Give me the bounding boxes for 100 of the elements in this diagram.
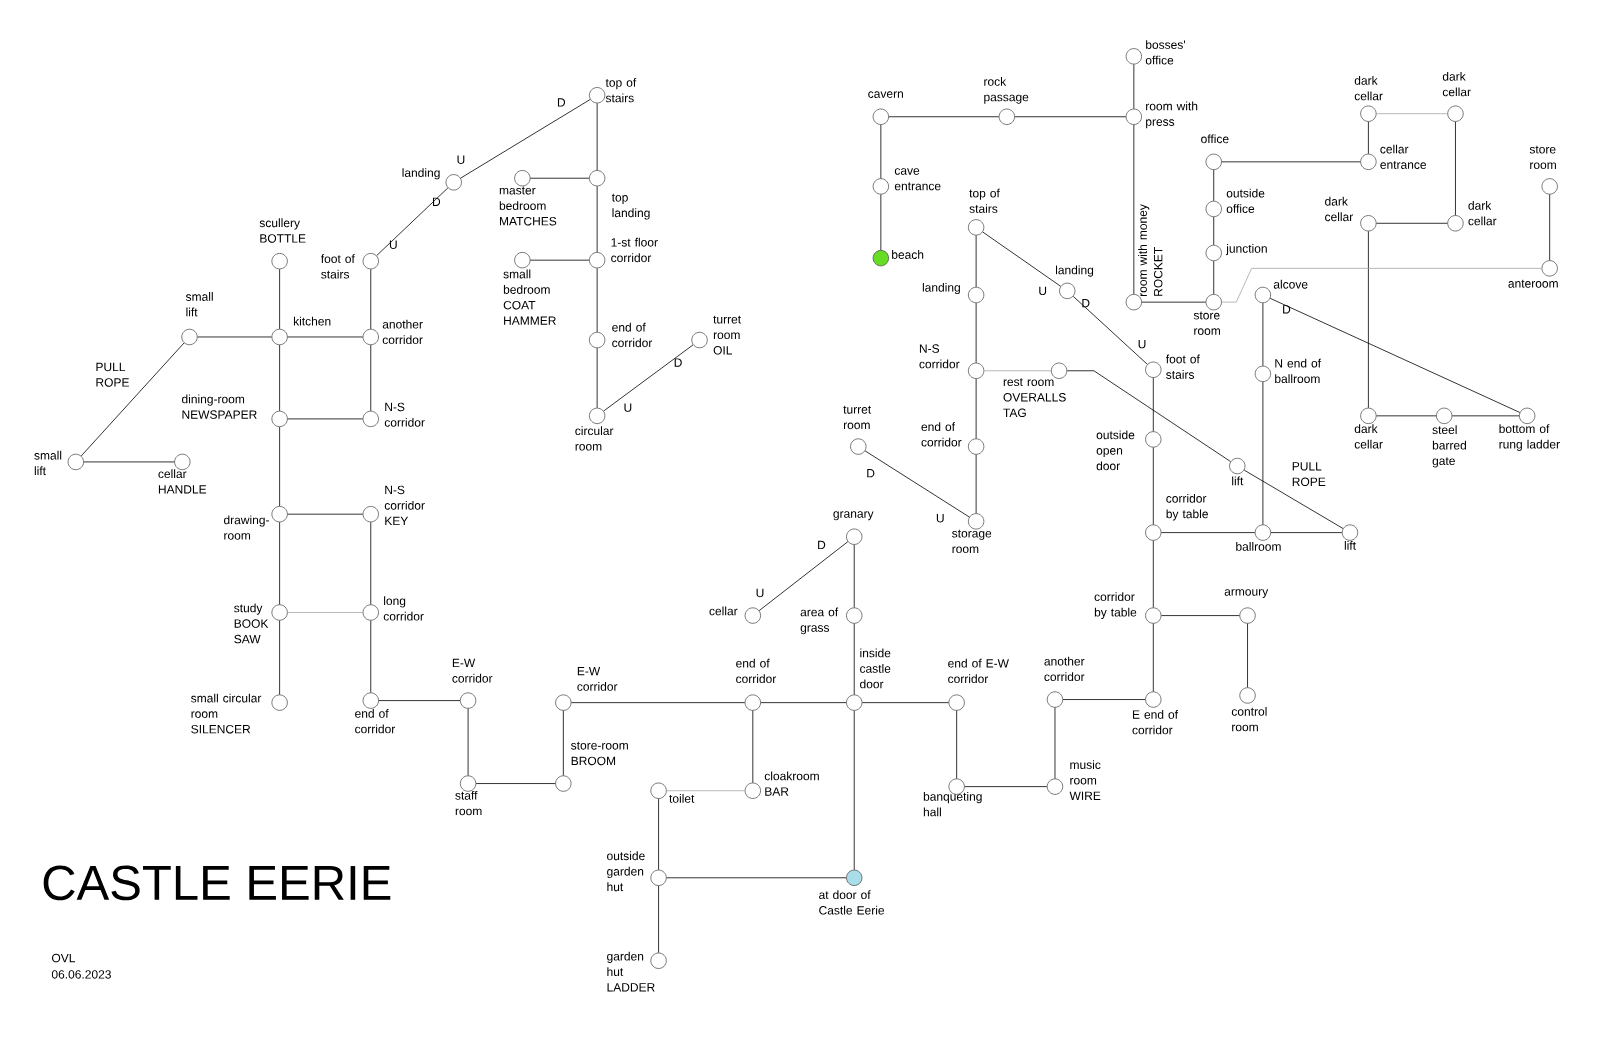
room-label: staff room (455, 790, 482, 816)
room-circle (362, 253, 379, 270)
corridor-line (982, 231, 1061, 287)
room-circle (1254, 524, 1271, 541)
direction-letter: U (1138, 339, 1146, 349)
room-circle (872, 108, 889, 125)
room-circle (514, 170, 531, 187)
corridor-line (1270, 532, 1343, 533)
room-label: end of corridor (921, 422, 962, 447)
room-circle (846, 694, 863, 711)
corridor-line (1376, 222, 1448, 224)
corridor-line (666, 877, 847, 879)
room-label: area of grass (800, 607, 839, 635)
room-circle (948, 694, 965, 711)
corridor-line (1072, 295, 1148, 365)
corridor-line (1014, 116, 1127, 118)
direction-letter: D (1082, 299, 1090, 308)
corridor-line (1221, 161, 1361, 163)
room-circle (1145, 361, 1162, 378)
room-label: landing (922, 282, 960, 295)
room-label: store-room BROOM (571, 741, 628, 766)
room-label: N end of ballroom (1275, 358, 1322, 383)
corridor-line (370, 268, 372, 330)
direction-letter: D (1283, 305, 1291, 314)
room-label: another corridor (1044, 656, 1085, 682)
room-label: circular room (575, 426, 614, 451)
room-label: rest room OVERALLS TAG (1003, 378, 1066, 417)
room-circle (1239, 607, 1256, 624)
corridor-line (370, 620, 372, 693)
room-circle (968, 438, 985, 455)
room-label: foot of stairs (320, 254, 355, 279)
room-circle (1125, 294, 1142, 311)
room-circle (744, 694, 761, 711)
room-circle (362, 506, 379, 523)
room-label: corridor by table (1094, 592, 1137, 619)
room-circle (1050, 362, 1068, 379)
corridor-line (760, 702, 847, 704)
room-label: inside castle door (860, 648, 891, 689)
room-circle (1229, 457, 1246, 475)
room-circle (872, 178, 889, 195)
room-label: anteroom (1508, 279, 1558, 288)
corridor-line (853, 623, 855, 695)
room-label: long corridor (383, 596, 424, 621)
room-circle (1254, 286, 1271, 304)
room-label: ballroom (1236, 542, 1281, 551)
room-label: steel barred gate (1432, 425, 1466, 468)
room-label: turret room OIL (713, 315, 741, 355)
room-circle (968, 513, 985, 530)
room-label: end of corridor (736, 658, 777, 684)
corridor-line (1066, 370, 1231, 462)
room-circle (691, 331, 708, 349)
room-circle (650, 782, 667, 799)
corridor-line (467, 708, 469, 776)
room-label: bosses' office (1145, 40, 1185, 65)
room-circle (872, 250, 889, 267)
note-label: PULL ROPE (1292, 462, 1326, 486)
corridor-line (603, 344, 694, 412)
room-circle (1541, 178, 1558, 195)
room-label: granary (833, 511, 874, 521)
room-label: music room WIRE (1069, 760, 1101, 800)
corridor-line (1368, 231, 1369, 409)
room-circle (362, 692, 379, 709)
room-circle (1436, 407, 1453, 424)
room-circle (1125, 48, 1142, 65)
room-label: end of E-W corridor (948, 658, 1009, 684)
room-circle (968, 286, 985, 304)
corridor-line (1213, 260, 1215, 295)
room-circle (846, 607, 863, 624)
room-circle (460, 775, 477, 792)
room-label: armoury (1224, 589, 1269, 599)
room-label: toilet (669, 794, 695, 803)
room-label: scullery BOTTLE (259, 218, 306, 243)
room-label: kitchen (293, 316, 331, 326)
room-label: dark cellar (1468, 200, 1497, 226)
corridor-line (1455, 121, 1456, 216)
room-label: garden hut LADDER (607, 951, 655, 992)
room-circle (1205, 294, 1222, 311)
room-circle (1360, 215, 1377, 232)
author-note: OVL (52, 953, 76, 963)
room-label: cavern (868, 91, 903, 98)
direction-letter: D (818, 540, 826, 550)
corridor-line (596, 102, 598, 171)
room-label: dark cellar (1354, 76, 1383, 101)
room-label: N-S corridor (919, 344, 960, 369)
room-circle (1360, 153, 1377, 170)
room-circle (968, 362, 985, 379)
room-label: dark cellar (1325, 196, 1353, 222)
direction-letter: U (457, 155, 465, 164)
corridor-line (287, 513, 364, 515)
room-label: master bedroom MATCHES (499, 186, 557, 226)
room-circle (1360, 407, 1377, 424)
room-circle (271, 410, 288, 428)
room-label: cellar HANDLE (158, 469, 207, 494)
direction-letter: D (674, 358, 682, 367)
room-label: bottom of rung ladder (1499, 424, 1560, 451)
corridor-line (83, 461, 175, 463)
room-label: store room (1193, 311, 1220, 335)
corridor-line (1451, 415, 1520, 417)
room-label: room with press (1146, 101, 1198, 129)
corridor-line (596, 267, 598, 333)
